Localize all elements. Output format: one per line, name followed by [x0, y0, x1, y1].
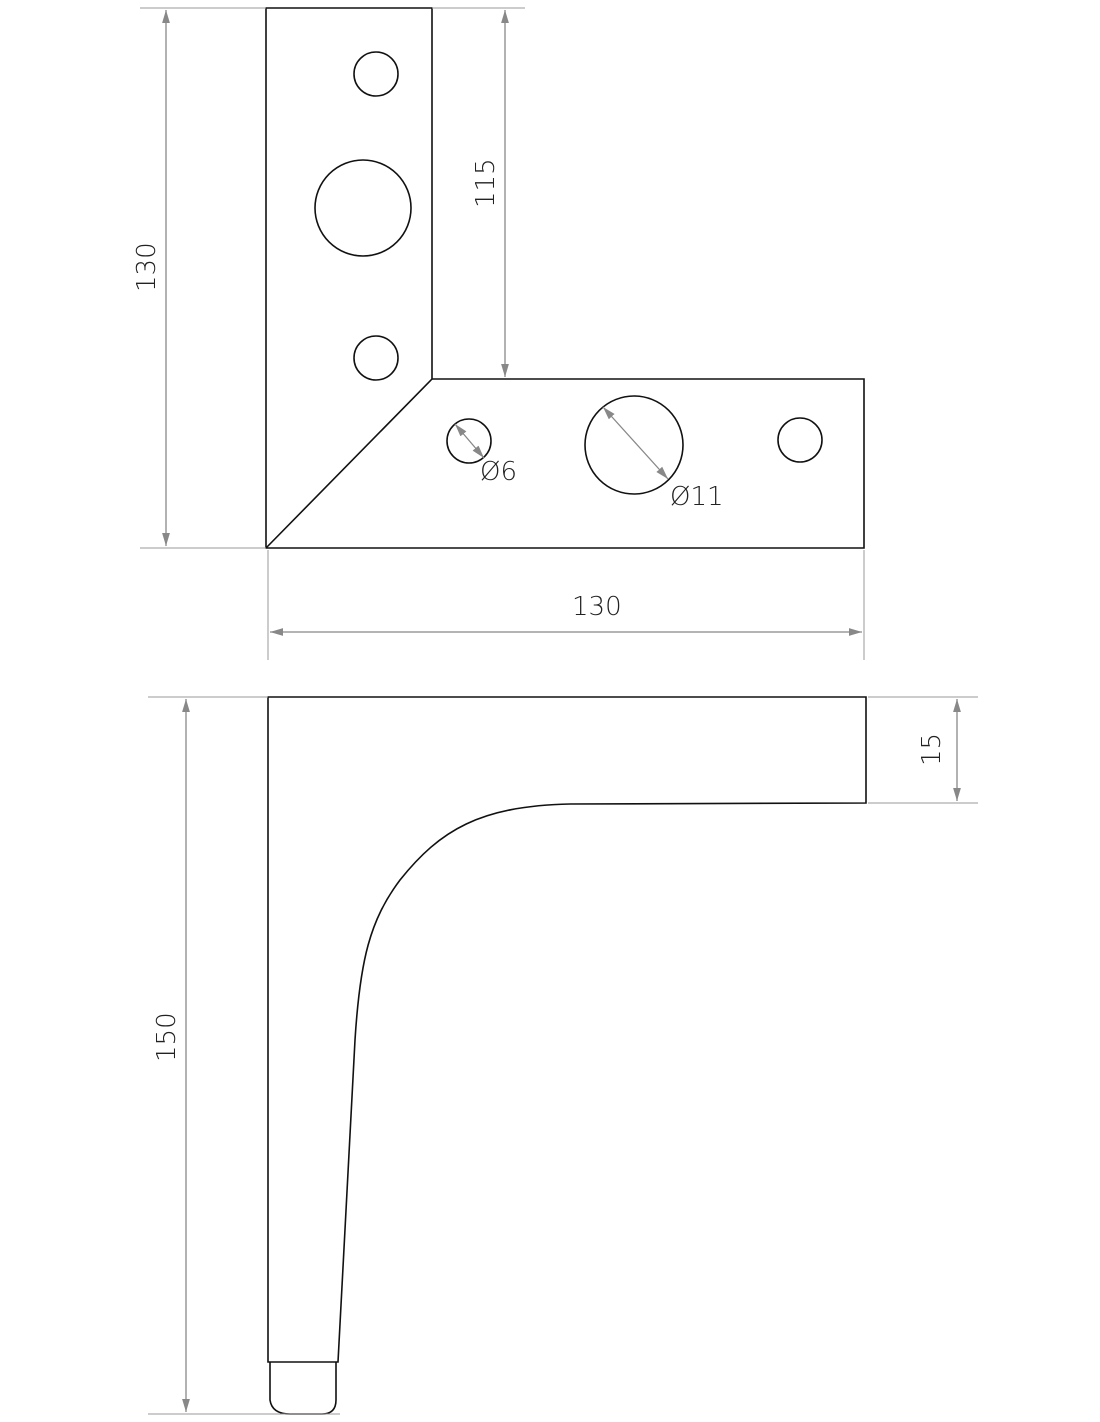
dim-label-d6: Ø6 [480, 457, 517, 487]
hole-small [777, 417, 823, 463]
leg-outline [267, 696, 867, 1363]
dim-label-width: 130 [572, 592, 622, 622]
dim-label-inner-height: 115 [471, 158, 501, 208]
bracket-bend-line [265, 378, 433, 549]
hole-large [314, 159, 412, 257]
side-view: 150 15 [148, 696, 978, 1415]
hole-small [353, 335, 399, 381]
leg-foot [269, 1362, 337, 1415]
hole-large [584, 395, 684, 495]
dim-label-leg-height: 150 [152, 1012, 182, 1062]
dim-arrow-d11 [602, 406, 669, 480]
dim-label-height: 130 [132, 242, 162, 292]
hole-small [446, 418, 492, 464]
dim-label-d11: Ø11 [670, 482, 724, 512]
bracket-outline [265, 7, 865, 549]
top-view: Ø6 Ø11 130 115 130 [132, 7, 865, 660]
dim-label-thickness: 15 [917, 733, 947, 766]
hole-small [353, 51, 399, 97]
dim-arrow-d6 [454, 423, 485, 459]
